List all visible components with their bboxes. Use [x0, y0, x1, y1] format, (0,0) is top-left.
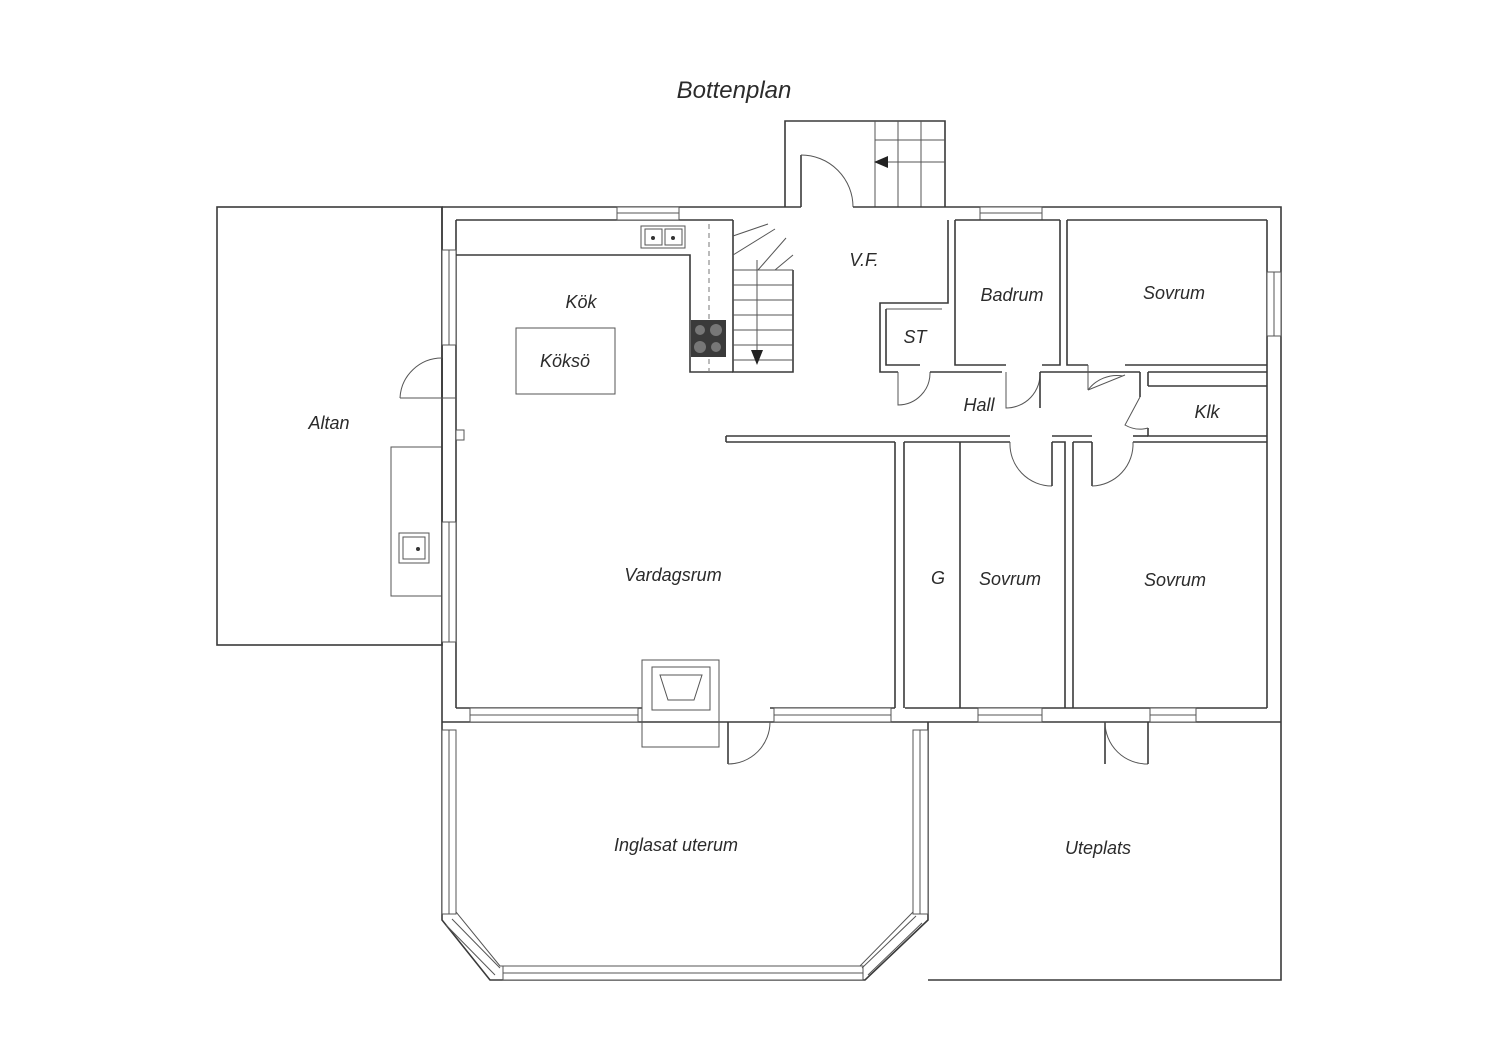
label-g: G — [931, 568, 945, 588]
arrow-left-icon — [874, 156, 888, 168]
label-vf: V.F. — [849, 250, 878, 270]
plan-title: Bottenplan — [677, 77, 792, 104]
label-sovrum-top: Sovrum — [1143, 283, 1205, 303]
entrance-steps — [784, 120, 946, 208]
label-st: ST — [903, 327, 928, 347]
interior-walls — [725, 219, 1267, 708]
kitchen-island — [515, 327, 616, 395]
label-sovrum-right: Sovrum — [1144, 570, 1206, 590]
windows — [441, 206, 1282, 723]
patio — [928, 722, 1282, 981]
sink-icon — [640, 225, 686, 249]
label-altan: Altan — [307, 413, 349, 433]
outdoor-sink-icon — [398, 532, 430, 564]
label-sovrum-mid: Sovrum — [979, 569, 1041, 589]
fireplace — [641, 659, 720, 748]
kitchen — [399, 224, 733, 441]
patio-door — [727, 721, 1149, 765]
label-hall: Hall — [963, 395, 995, 415]
label-uterum: Inglasat uterum — [614, 835, 738, 855]
indoor-stairs — [732, 220, 794, 373]
label-uteplats: Uteplats — [1065, 838, 1131, 858]
label-vardagsrum: Vardagsrum — [624, 565, 721, 585]
label-badrum: Badrum — [980, 285, 1043, 305]
glazed-sunroom — [441, 722, 929, 981]
label-klk: Klk — [1194, 402, 1220, 422]
label-kokso: Köksö — [540, 351, 590, 371]
label-kok: Kök — [565, 292, 597, 312]
arrow-down-icon — [751, 350, 763, 365]
